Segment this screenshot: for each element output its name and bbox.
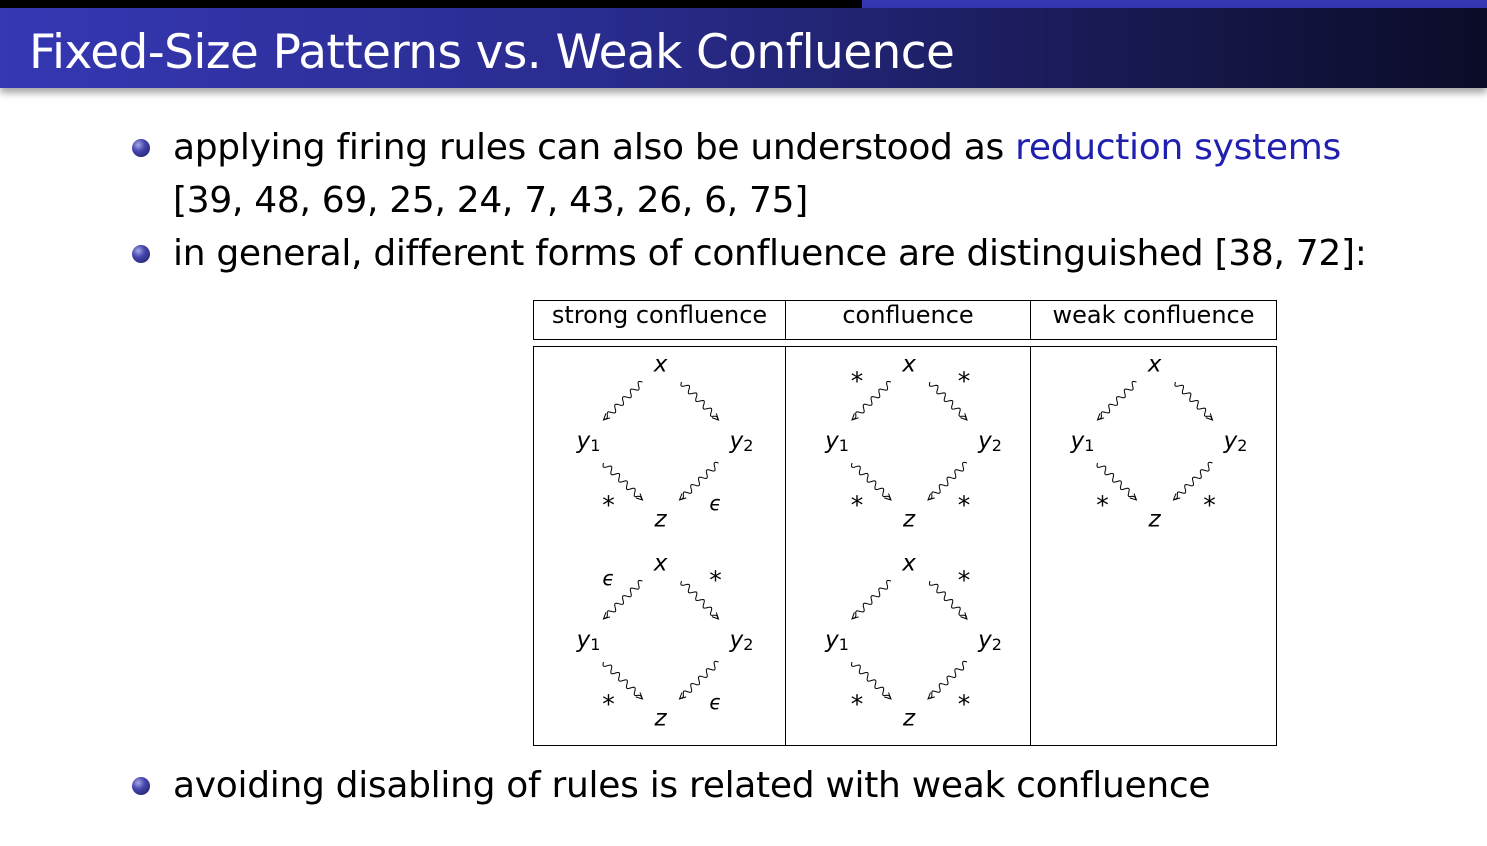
confluence-diagram: x y1 y2 z * ϵ [534,347,785,537]
node-x: x [653,351,668,378]
reduction-arrow-y2-to-z [927,660,968,700]
table-gap-row [533,339,1277,347]
star-annotation-tl: * [850,366,864,396]
bullet-1-text: applying firing rules can also be unders… [173,121,1341,174]
top-strip-accent [862,0,1487,8]
epsilon-annotation-tl: ϵ [602,566,615,590]
reduction-arrow-x-to-y2 [680,381,720,421]
diagram-arrows [1096,380,1214,501]
star-annotation-br: * [957,490,971,520]
node-y2: y2 [729,627,754,654]
bullet-2-text: in general, different forms of confluenc… [173,233,1367,274]
title-bar: Fixed-Size Patterns vs. Weak Confluence [0,8,1487,88]
diagram-arrows [850,380,968,501]
reduction-arrow-x-to-y2 [1174,381,1214,421]
top-strip-dark [0,0,862,8]
node-y1-subscript: 1 [838,436,849,455]
reduction-arrow-x-to-y2 [928,580,968,620]
table-header-row: strong confluence confluence weak conflu… [533,300,1277,340]
node-y1-subscript: 1 [1084,436,1095,455]
node-z: z [1148,506,1161,533]
reduction-arrow-x-to-y1 [1096,380,1137,421]
star-annotation-bl: * [602,490,615,520]
node-y2-subscript: 2 [743,436,754,455]
table-body-row: x y1 y2 z * ϵ x y1 y2 z ϵ * * ϵ x y1 y2 z * * * * x y1 y2 z * * * x… [533,346,1277,746]
confluence-table: strong confluence confluence weak conflu… [533,300,1277,746]
node-y1-subscript: 1 [590,436,601,455]
bullet-1-text-before: applying firing rules can also be unders… [173,127,1016,168]
reduction-arrow-y2-to-z [927,461,968,501]
reduction-arrow-y1-to-z [850,661,892,700]
header-weak-confluence: weak confluence [1030,300,1277,340]
reduction-arrow-x-to-y2 [680,580,720,620]
bullet-icon [132,245,150,263]
star-annotation-bl: * [1096,490,1109,520]
node-y1-subscript: 1 [590,635,601,654]
node-x: x [902,550,916,577]
col-strong-confluence: x y1 y2 z * ϵ x y1 y2 z ϵ * * ϵ [533,346,786,746]
reduction-arrow-x-to-y1 [851,380,892,421]
star-annotation-br: * [1203,490,1216,520]
reduction-arrow-x-to-y1 [602,579,643,620]
node-y2: y2 [978,627,1002,654]
node-x: x [653,550,668,577]
reduction-systems-link[interactable]: reduction systems [1015,127,1341,168]
reduction-arrow-y1-to-z [602,462,644,501]
reduction-arrow-x-to-y1 [602,380,643,421]
star-annotation-tr: * [957,366,971,396]
header-confluence: confluence [785,300,1031,340]
confluence-diagram: x y1 y2 z ϵ * * ϵ [534,546,785,736]
node-y2-subscript: 2 [1237,436,1248,455]
epsilon-annotation-br: ϵ [709,690,722,714]
node-y1: y1 [825,428,849,455]
header-strong-confluence: strong confluence [533,300,786,340]
epsilon-annotation-br: ϵ [709,491,722,515]
node-y1: y1 [576,627,601,654]
node-y1: y1 [576,428,601,455]
reduction-arrow-y2-to-z [1172,461,1213,501]
bullet-icon [132,777,150,795]
confluence-diagram: x y1 y2 z * * * [786,546,1030,736]
node-z: z [654,705,667,732]
reduction-arrow-y2-to-z [678,461,719,501]
star-annotation-tr: * [957,565,971,595]
bullet-1-citations: [39, 48, 69, 25, 24, 7, 43, 26, 6, 75] [173,180,808,221]
reduction-arrow-y1-to-z [850,462,892,501]
node-y2: y2 [729,428,754,455]
node-y2: y2 [978,428,1002,455]
star-annotation-tr: * [709,565,722,595]
node-z: z [902,506,916,533]
bullet-icon [132,139,150,157]
diagram-arrows [850,579,968,700]
star-annotation-bl: * [850,490,864,520]
diagram-arrows [602,579,720,700]
node-y1: y1 [825,627,849,654]
reduction-arrow-y2-to-z [678,660,719,700]
reduction-arrow-x-to-y1 [851,579,892,620]
star-annotation-br: * [957,689,971,719]
slide-title: Fixed-Size Patterns vs. Weak Confluence [29,25,955,80]
node-y2-subscript: 2 [991,635,1002,654]
reduction-arrow-y1-to-z [602,661,644,700]
star-annotation-bl: * [602,689,615,719]
reduction-arrow-y1-to-z [1096,462,1138,501]
top-strip [0,0,1487,8]
bullet-3-text: avoiding disabling of rules is related w… [173,765,1211,806]
diagram-arrows [602,380,720,501]
node-y2: y2 [1223,428,1248,455]
node-y1-subscript: 1 [838,635,849,654]
node-y1: y1 [1070,428,1095,455]
col-confluence: x y1 y2 z * * * * x y1 y2 z * * * [785,346,1031,746]
confluence-diagram: x y1 y2 z * * * * [786,347,1030,537]
node-z: z [902,705,916,732]
node-x: x [902,351,916,378]
confluence-diagram: x y1 y2 z * * [1031,347,1276,537]
node-y2-subscript: 2 [743,635,754,654]
reduction-arrow-x-to-y2 [928,381,968,421]
node-y2-subscript: 2 [991,436,1002,455]
node-z: z [654,506,667,533]
star-annotation-bl: * [850,689,864,719]
col-weak-confluence: x y1 y2 z * * [1030,346,1277,746]
node-x: x [1147,351,1162,378]
